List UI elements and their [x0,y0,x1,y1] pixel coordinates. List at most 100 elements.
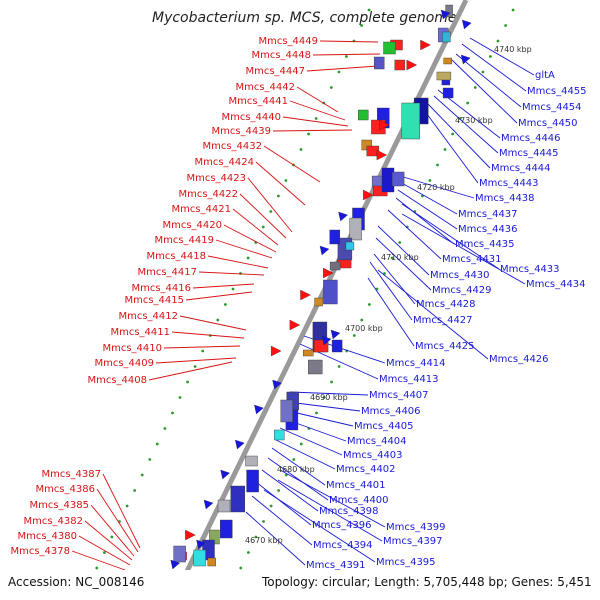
kbp-tick-label: 4730 kbp [455,116,493,125]
leader-line [255,161,306,206]
gene-feature [374,56,385,70]
gene-label-plus: Mmcs_4414 [386,358,446,369]
leader-line [312,53,381,56]
dot-marker [133,489,137,492]
kbp-tick-label: 4690 kbp [310,393,348,402]
gene-feature [308,359,323,375]
dot-marker [390,256,394,260]
gene-label-minus: Mmcs_4421 [171,204,231,215]
kbp-tick-label: 4740 kbp [494,45,532,54]
dot-marker [368,303,371,306]
dot-marker [148,458,152,461]
leader-line [427,103,491,169]
kbp-tick-label: 4680 kbp [277,465,315,474]
gene-feature [303,349,314,357]
dot-marker [201,349,205,353]
gene-label-plus: Mmcs_4431 [442,254,502,265]
gene-label-plus: Mmcs_4435 [455,239,515,250]
gene-feature [274,429,285,441]
dot-marker [261,225,265,229]
gene-label-minus: Mmcs_4411 [110,327,170,338]
gene-arrow [379,119,390,131]
gene-label-plus: Mmcs_4397 [383,536,443,547]
dot-marker [178,396,182,399]
dot-marker [489,55,492,58]
gene-arrow [460,54,471,65]
gene-label-minus: Mmcs_4415 [124,295,184,306]
gene-label-minus: Mmcs_4419 [154,235,214,246]
gene-feature [331,339,343,353]
leader-line [171,331,245,339]
leader-line [239,193,287,239]
gene-label-plus: gltA [535,70,555,81]
gene-arrow [406,59,418,71]
leader-line [401,213,526,285]
gene-label-minus: Mmcs_4440 [221,112,281,123]
leader-line [90,504,135,557]
dot-marker [140,473,144,477]
gene-label-minus: Mmcs_4408 [87,375,147,386]
gene-feature [246,469,259,493]
gene-arrow [321,335,332,346]
dot-marker [216,318,220,322]
gene-feature [383,41,396,55]
gene-label-plus: Mmcs_4413 [379,374,439,385]
leader-line [289,391,369,396]
leader-line [401,203,500,270]
gene-feature [314,297,323,307]
dot-marker [95,566,99,570]
gene-label-minus: Mmcs_4424 [194,157,254,168]
dot-marker [103,551,106,554]
leader-line [255,481,312,526]
leader-line [455,53,522,108]
gene-feature [401,102,420,140]
leader-line [271,447,326,486]
leader-line [296,86,339,113]
dot-marker [284,179,288,182]
dot-marker [337,70,341,74]
gene-feature [217,499,231,513]
leader-line [306,65,379,72]
gene-arrow [330,329,341,340]
gene-label-plus: Mmcs_4399 [386,522,446,533]
gene-feature [329,261,341,271]
leader-line [207,255,269,269]
leader-line [251,495,313,546]
gene-label-plus: Mmcs_4398 [319,506,379,517]
leader-line [461,43,527,92]
gene-arrow [220,469,230,480]
leader-line [377,269,489,360]
dot-marker [239,566,243,570]
gene-label-minus: Mmcs_4432 [202,141,262,152]
gene-feature [329,229,340,245]
dot-marker [428,179,432,182]
leader-line [263,145,321,183]
gene-label-minus: Mmcs_4416 [131,283,191,294]
gene-feature [443,57,452,65]
gene-label-plus: Mmcs_4443 [479,178,539,189]
dot-marker [193,365,197,368]
leader-line [387,209,442,260]
footer-bg [0,570,600,600]
gene-label-plus: Mmcs_4455 [527,86,587,97]
leader-line [215,239,273,259]
gene-label-minus: Mmcs_4386 [35,484,95,495]
dot-marker [398,241,402,244]
dot-marker [360,24,363,27]
dot-marker [269,210,273,213]
dot-marker [443,148,447,151]
gene-label-minus: Mmcs_4422 [178,189,238,200]
gene-label-plus: Mmcs_4450 [518,118,578,129]
dot-marker [481,70,485,74]
leader-line [375,237,432,291]
dot-marker [155,442,159,446]
leader-line [198,271,265,276]
leader-line [192,283,255,289]
gene-label-plus: Mmcs_4434 [526,279,586,290]
gene-label-minus: Mmcs_4442 [235,82,295,93]
gene-feature [391,171,405,187]
gene-arrow [319,245,330,256]
dot-marker [254,535,258,539]
gene-feature [442,87,454,99]
